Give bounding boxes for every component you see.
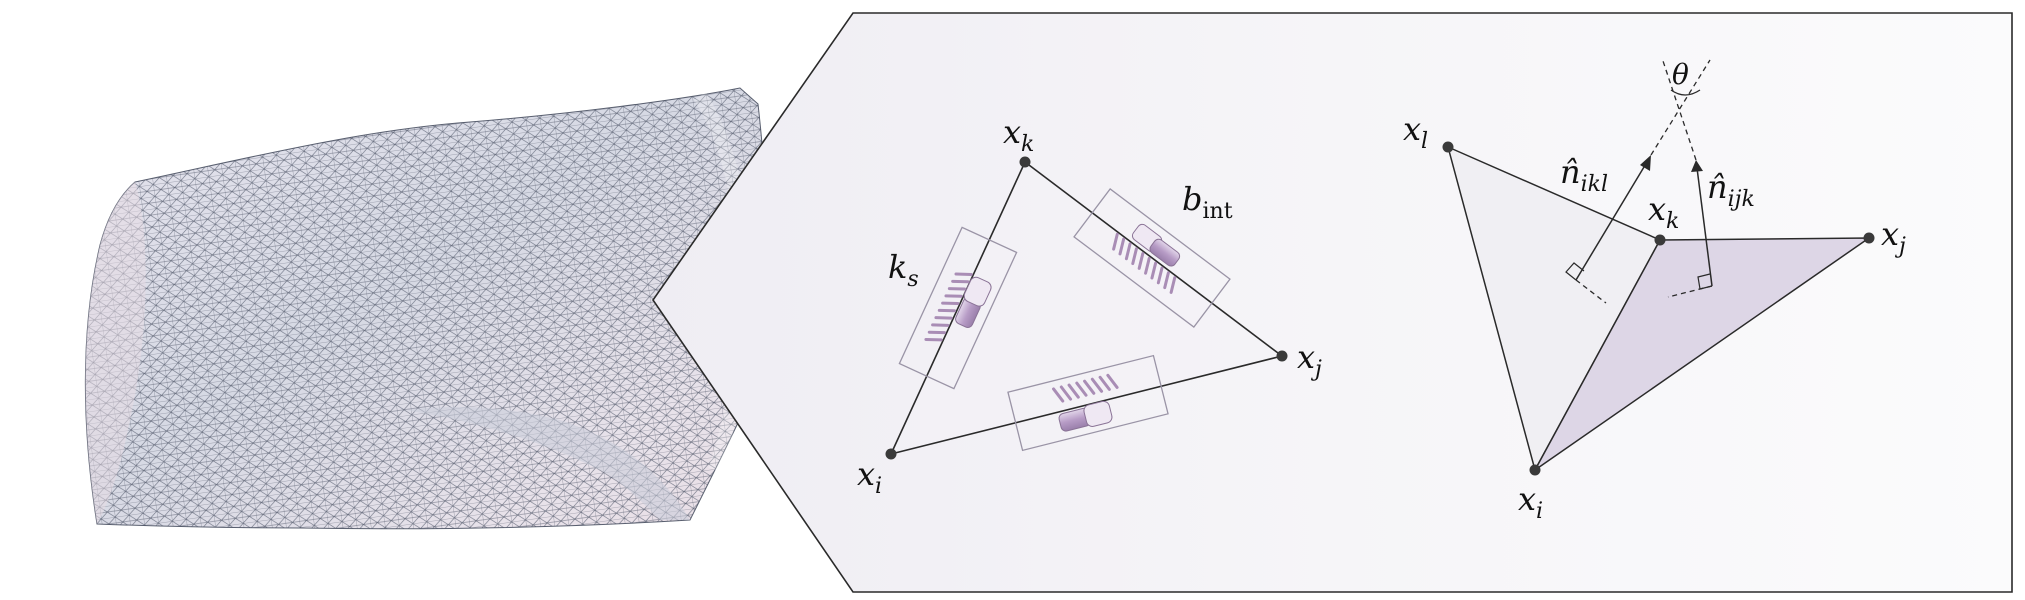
normal-ijk [1696,167,1713,287]
vertex-k [1019,156,1031,168]
spring-damper-triangle: xk xi xj ks bint [857,113,1322,499]
edge-ik [890,161,1026,455]
angle-arc [1670,89,1701,96]
spring-icon [924,272,973,342]
spring-damper-element-ij [1007,354,1169,452]
spring-icon [1052,373,1119,403]
vertex-i [885,448,897,460]
label-ks: ks [888,248,919,292]
vertex-k [1654,234,1666,246]
damper-icon [955,276,992,328]
spring-damper-element-ik [898,226,1018,390]
face-ijk [1534,237,1872,471]
normal-ikl [1575,161,1648,281]
arrowhead-ijk [1691,160,1703,172]
label-xi: xi [1518,480,1543,524]
label-xk: xk [1003,113,1034,157]
edge-ij [890,355,1283,455]
label-xj: xj [1297,338,1322,382]
vertex-j [1863,232,1875,244]
label-theta: θ [1672,58,1689,91]
spring-icon [1112,232,1177,294]
vertex-l [1442,141,1454,153]
label-xi: xi [857,455,882,499]
label-bint: bint [1182,180,1233,224]
label-xk: xk [1648,190,1679,234]
damper-icon [1058,400,1113,432]
label-n-ikl: n̂ikl [1560,153,1608,197]
spring-damper-element-kj [1073,187,1231,329]
arrowhead-ikl [1640,155,1651,171]
edge-kj [1024,161,1283,357]
label-n-ijk: n̂ijk [1707,168,1755,212]
dihedral-angle-diagram: xl xk xj xi n̂ikl n̂ijk θ [1403,57,1906,524]
damper-icon [1131,223,1181,267]
label-xl: xl [1403,110,1428,154]
vertex-i [1529,464,1541,476]
label-xj: xj [1881,215,1906,259]
zoom-panel [652,12,2013,593]
vertex-j [1276,350,1288,362]
cloth-mesh-surface [84,87,767,530]
